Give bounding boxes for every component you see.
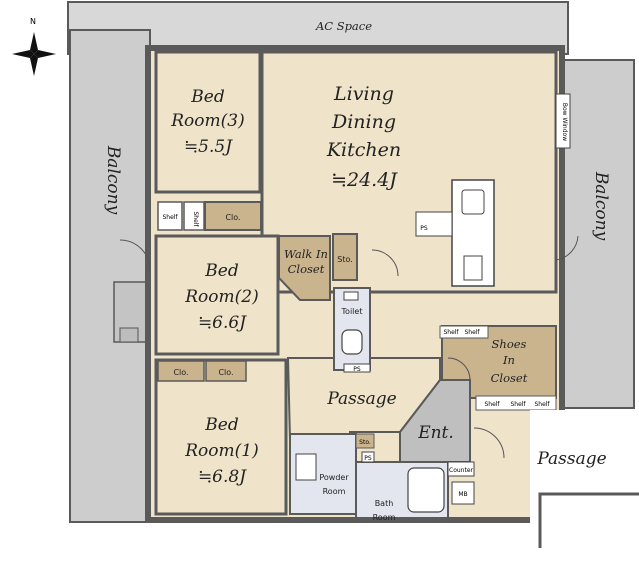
clo-bed1-b-label: Clo. [218,368,233,377]
bath-line1: Bath [375,499,394,508]
shelf-box-4 [475,395,557,411]
shoes-line2: In [502,353,515,367]
door-arc-shoes [447,357,471,381]
ldk-line1: Living [333,83,394,105]
fridge-space [415,211,453,237]
ps-toilet-label: PS [353,366,361,373]
clo-bed3-label: Clo. [225,213,240,222]
outdoor-faucet [119,327,139,343]
shelf-c-label: Shelf [443,329,459,336]
shelf-g-label: Shelf [534,401,550,408]
bed-room-2 [154,234,280,356]
balcony-left-label: Balcony [103,145,123,215]
compass-rose [12,32,56,76]
shelf-box-3 [439,325,489,339]
storage-top [332,233,358,281]
bed2-line2: Room(2) [184,287,258,307]
passage-inner-label: Passage [326,389,396,409]
storage-bottom [355,433,375,449]
storage-bottom-label: Sto. [359,439,371,446]
meter-box [451,481,475,505]
bed3-line2: Room(3) [170,111,244,131]
passage-outer-label: Passage [536,449,606,469]
powder-line1: Powder [319,473,349,482]
bed3-area: ≒5.5J [184,137,233,157]
walk-in-closet [278,235,331,301]
compass-north-label: N [30,17,36,26]
shoes-line3: Closet [491,371,528,385]
walk-in-line1: Walk In [284,247,328,261]
ps-bath-label: PS [364,455,372,462]
door-arc-balcony-left [119,239,151,271]
door-arc-entrance [473,427,505,459]
bed1-line1: Bed [204,415,239,435]
ldk-line2: Dining [331,111,396,133]
storage-top-label: Sto. [337,255,353,264]
powder-line2: Room [323,487,346,496]
entrance-label: Ent. [417,423,454,443]
bow-window-label: Bow Window [561,103,568,141]
bed2-line1: Bed [204,261,239,281]
shelf-a-label: Shelf [162,214,178,221]
door-arc-ldk [371,249,399,277]
ps-kitchen-label: PS [420,225,428,232]
cooktop [463,255,483,281]
counter-box [447,461,475,477]
ps-box-toilet [343,363,371,373]
bed-room-3 [154,50,262,194]
bed1-line2: Room(1) [184,441,258,461]
door-arc-balcony-right [555,235,579,261]
bed3-line1: Bed [190,87,225,107]
bed1-area: ≒6.8J [198,467,247,487]
toilet-bowl [341,329,363,355]
bow-window [555,93,571,149]
balcony-left [69,29,151,523]
bed2-area: ≒6.6J [198,313,247,333]
balcony-right-label: Balcony [591,171,611,241]
bed-room-1 [154,358,288,516]
entrance-floor [399,379,471,463]
ldk-line3: Kitchen [326,139,401,161]
washing-machine [295,453,317,481]
bath-line2: Room [373,513,396,522]
ac-space-label: AC Space [315,19,372,33]
corridor-wall [538,492,639,548]
kitchen-sink [461,189,485,215]
ps-box-bath [361,451,375,463]
balcony-right [559,59,635,409]
closet-bed1-b [205,360,247,382]
closet-bed3 [204,201,262,231]
clo-bed1-a-label: Clo. [173,368,188,377]
toilet-room [333,287,371,371]
closet-bed1-a [157,360,205,382]
toilet-tank [343,291,359,301]
ldk-area: ≒24.4J [331,169,398,191]
shelf-box-1 [157,201,183,231]
toilet-label: Toilet [341,307,363,316]
shelf-b-label: Shelf [192,211,199,227]
mb-label: MB [458,491,467,498]
shelf-d-label: Shelf [464,329,480,336]
counter-label: Counter [449,467,474,474]
shelf-e-label: Shelf [484,401,500,408]
bathtub [407,467,445,513]
shelf-f-label: Shelf [510,401,526,408]
shoes-line1: Shoes [492,337,527,351]
shelf-box-2 [183,201,205,231]
walk-in-line2: Closet [288,262,325,276]
